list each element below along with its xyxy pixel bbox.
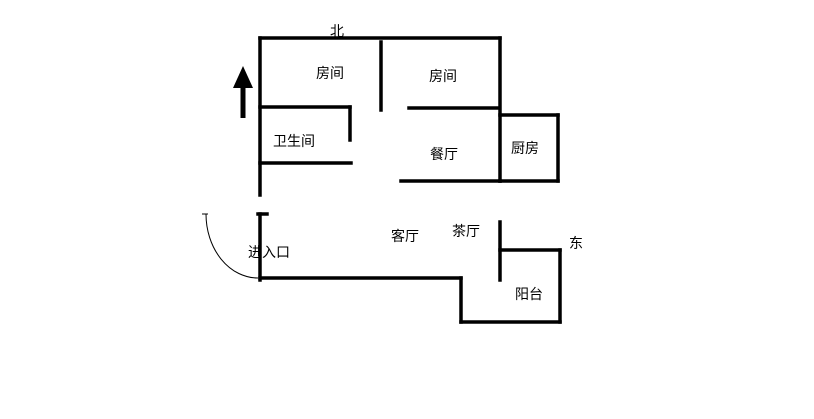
room-label-kitchen: 厨房 — [511, 141, 539, 157]
entrance-label: 进入口 — [248, 245, 290, 261]
room-label-bedroom-2: 房间 — [429, 69, 457, 85]
room-label-living-room: 客厅 — [391, 228, 419, 245]
room-label-dining-room: 餐厅 — [430, 147, 458, 163]
room-label-tea-room: 茶厅 — [452, 224, 480, 240]
room-label-balcony: 阳台 — [515, 287, 543, 303]
north-arrow-icon — [233, 66, 253, 118]
walls — [256, 36, 562, 324]
compass-north-label: 北 — [330, 24, 344, 40]
room-label-bedroom-1: 房间 — [316, 66, 344, 82]
door-swing-icon — [202, 213, 259, 279]
room-label-bathroom: 卫生间 — [273, 134, 315, 150]
compass-east-label: 东 — [569, 236, 583, 252]
